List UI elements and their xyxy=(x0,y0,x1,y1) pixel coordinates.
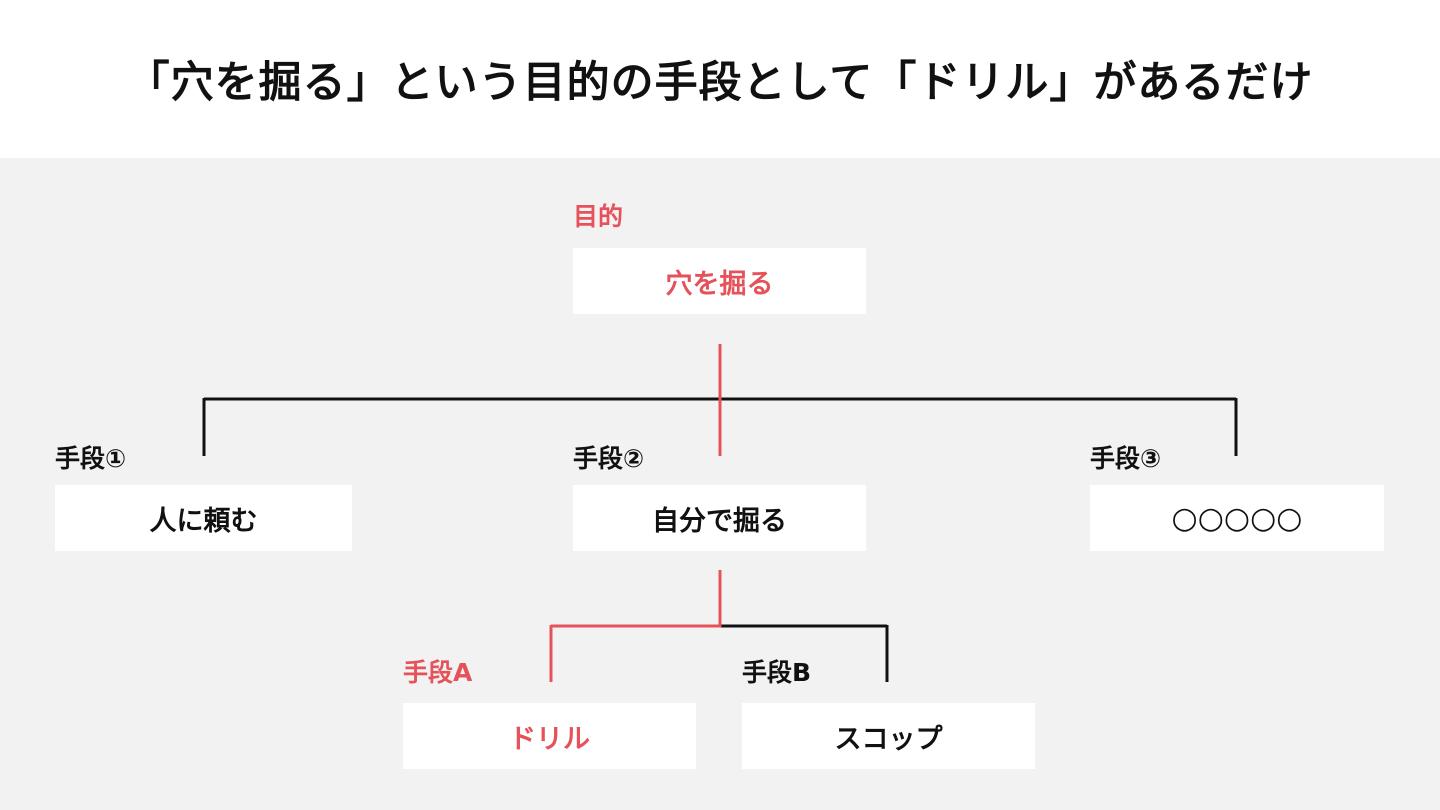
goal-box: 穴を掘る xyxy=(573,248,866,314)
means-1-box: 人に頼む xyxy=(55,485,352,551)
means-2-text: 自分で掘る xyxy=(652,505,787,537)
goal-label: 目的 xyxy=(573,202,624,231)
means-2-label: 手段② xyxy=(573,444,645,473)
means-2-box: 自分で掘る xyxy=(573,485,866,551)
sub-a-box: ドリル xyxy=(403,703,696,769)
sub-a-text: ドリル xyxy=(509,723,590,755)
page-title: 「穴を掘る」という目的の手段として「ドリル」があるだけ xyxy=(126,58,1314,108)
means-1-label: 手段① xyxy=(55,444,127,473)
sub-b-box: スコップ xyxy=(742,703,1035,769)
means-3-text: ○○○○○ xyxy=(1171,500,1303,536)
means-3-box: ○○○○○ xyxy=(1090,485,1384,551)
means-3-label: 手段③ xyxy=(1090,444,1162,473)
sub-b-label: 手段B xyxy=(742,658,812,687)
sub-b-text: スコップ xyxy=(834,723,943,755)
header: 「穴を掘る」という目的の手段として「ドリル」があるだけ xyxy=(0,0,1440,158)
means-1-text: 人に頼む xyxy=(149,505,258,537)
sub-a-label: 手段A xyxy=(403,658,473,687)
goal-text: 穴を掘る xyxy=(665,268,774,300)
